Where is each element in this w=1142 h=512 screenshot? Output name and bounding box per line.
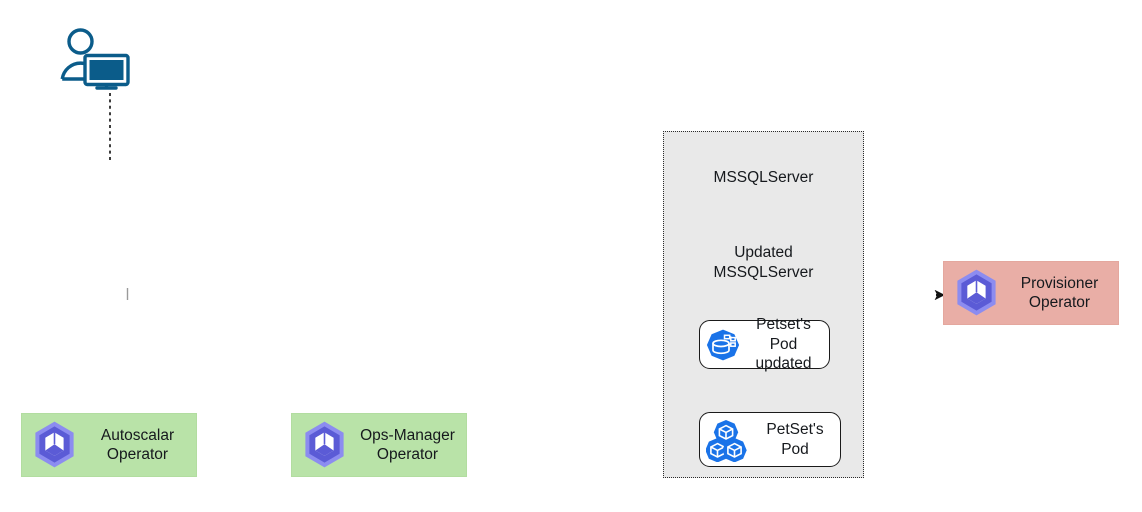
pod-card-petset-pod-updated[interactable]: Petset's Pod updated bbox=[699, 316, 830, 372]
operator-box-autoscalar[interactable]: Autoscalar Operator bbox=[21, 413, 197, 477]
pods-icon bbox=[706, 418, 752, 462]
statefulset-icon bbox=[706, 328, 740, 362]
operator-box-provisioner[interactable]: Provisioner Operator bbox=[943, 261, 1119, 325]
operator-label-ops-manager: Ops-Manager Operator bbox=[360, 426, 455, 463]
operator-label-autoscalar: Autoscalar Operator bbox=[100, 426, 175, 463]
resource-label-updated-mssqlserver: Updated MSSQLServer bbox=[713, 244, 814, 282]
user-at-computer-icon bbox=[60, 28, 132, 95]
pod-label-petset-pod-updated: Petset's Pod updated bbox=[755, 316, 812, 373]
pod-label-petset-pod: PetSet's Pod bbox=[766, 421, 824, 458]
operator-box-ops-manager[interactable]: Ops-Manager Operator bbox=[291, 413, 467, 477]
pod-card-petset-pod[interactable]: PetSet's Pod bbox=[699, 412, 841, 467]
operator-cube-icon bbox=[300, 420, 349, 470]
operator-cube-icon bbox=[952, 268, 1001, 318]
operator-cube-icon bbox=[30, 420, 79, 470]
resource-label-mssqlserver: MSSQLServer bbox=[713, 169, 814, 186]
operator-label-provisioner: Provisioner Operator bbox=[1020, 274, 1099, 311]
